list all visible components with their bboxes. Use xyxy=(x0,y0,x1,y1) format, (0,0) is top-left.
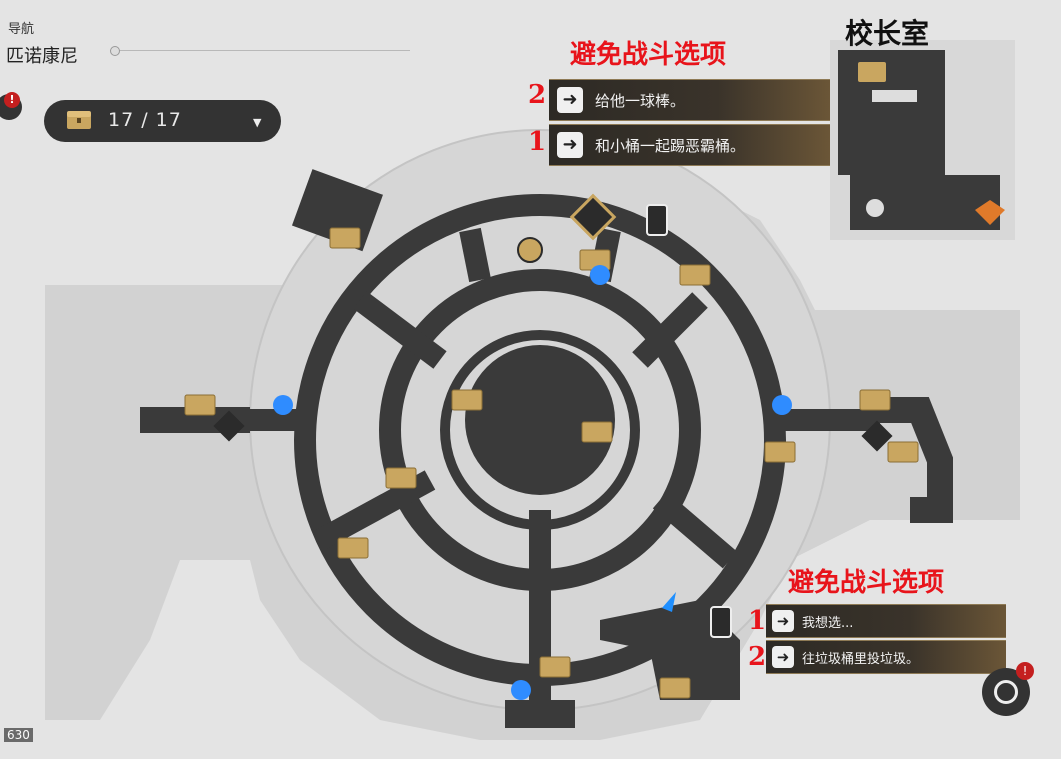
treasure-chest-icon[interactable] xyxy=(385,467,417,489)
treasure-chest-icon[interactable] xyxy=(337,537,369,559)
treasure-chest-icon[interactable] xyxy=(887,441,919,463)
space-anchor-icon[interactable] xyxy=(590,265,610,285)
treasure-chest-icon[interactable] xyxy=(184,394,216,416)
planet-icon xyxy=(994,680,1018,704)
puzzle-door-icon[interactable] xyxy=(569,193,617,241)
treasure-chest-icon[interactable] xyxy=(581,421,613,443)
nav-location: 匹诺康尼 xyxy=(6,46,78,67)
central-plaza xyxy=(465,345,615,495)
treasure-chest-icon xyxy=(67,111,91,129)
exit-marker-icon[interactable] xyxy=(975,200,1005,225)
trash-can-icon[interactable] xyxy=(646,204,668,236)
trash-can-icon[interactable] xyxy=(710,606,732,638)
treasure-chest-icon[interactable] xyxy=(679,264,711,286)
shop-bag-icon[interactable] xyxy=(213,410,245,442)
alert-icon: ! xyxy=(1016,662,1034,680)
dialog-option[interactable]: ➜ 我想选... xyxy=(766,604,1006,638)
treasure-chest-icon[interactable] xyxy=(859,389,891,411)
treasure-chest-icon[interactable] xyxy=(539,656,571,678)
south-room xyxy=(505,700,575,728)
option-group-title: 避免战斗选项 xyxy=(788,568,945,598)
nav-title: 导航 xyxy=(8,22,35,37)
room-label: 校长室 xyxy=(845,17,930,50)
arrow-right-icon: ➜ xyxy=(557,132,583,158)
space-anchor-icon[interactable] xyxy=(511,680,531,700)
nav-divider xyxy=(110,50,410,51)
arrow-right-icon: ➜ xyxy=(557,87,583,113)
npc-bunny-icon[interactable] xyxy=(517,237,543,263)
treasure-chest-icon[interactable] xyxy=(858,62,886,82)
east-corridor xyxy=(860,397,953,523)
chest-counter-dropdown[interactable]: 17 / 17 ▼ xyxy=(44,100,281,142)
shop-bag-icon[interactable] xyxy=(861,420,893,452)
option-group-title: 避免战斗选项 xyxy=(570,40,727,70)
office-pillar xyxy=(866,199,884,217)
treasure-chest-icon[interactable] xyxy=(329,227,361,249)
southeast-room xyxy=(600,600,740,700)
treasure-chest-icon[interactable] xyxy=(659,677,691,699)
option-number: 1 xyxy=(528,127,547,157)
treasure-chest-icon[interactable] xyxy=(451,389,483,411)
chevron-down-icon: ▼ xyxy=(253,116,262,129)
option-number: 2 xyxy=(748,642,767,672)
player-arrow-icon xyxy=(662,592,676,612)
alert-button[interactable]: ! xyxy=(0,92,22,120)
arrow-right-icon: ➜ xyxy=(772,646,794,668)
space-anchor-icon[interactable] xyxy=(273,395,293,415)
option-text: 给他一球棒。 xyxy=(595,92,686,110)
coordinate-readout: 630 xyxy=(4,728,33,742)
arrow-right-icon: ➜ xyxy=(772,610,794,632)
option-text: 我想选... xyxy=(802,616,854,631)
treasure-chest-icon[interactable] xyxy=(764,441,796,463)
dialog-option[interactable]: ➜ 往垃圾桶里投垃圾。 xyxy=(766,640,1006,674)
planet-switch-button[interactable]: ! xyxy=(982,662,1034,716)
option-number: 2 xyxy=(528,80,547,110)
chest-count: 17 / 17 xyxy=(108,109,182,131)
office-desk xyxy=(872,90,917,102)
option-text: 和小桶一起踢恶霸桶。 xyxy=(595,137,746,155)
space-anchor-icon[interactable] xyxy=(772,395,792,415)
dialog-option[interactable]: ➜ 和小桶一起踢恶霸桶。 xyxy=(549,124,830,166)
alert-icon: ! xyxy=(4,92,20,108)
option-number: 1 xyxy=(748,606,767,636)
option-text: 往垃圾桶里投垃圾。 xyxy=(802,652,920,667)
nav-dot xyxy=(110,46,120,56)
dialog-option[interactable]: ➜ 给他一球棒。 xyxy=(549,79,830,121)
